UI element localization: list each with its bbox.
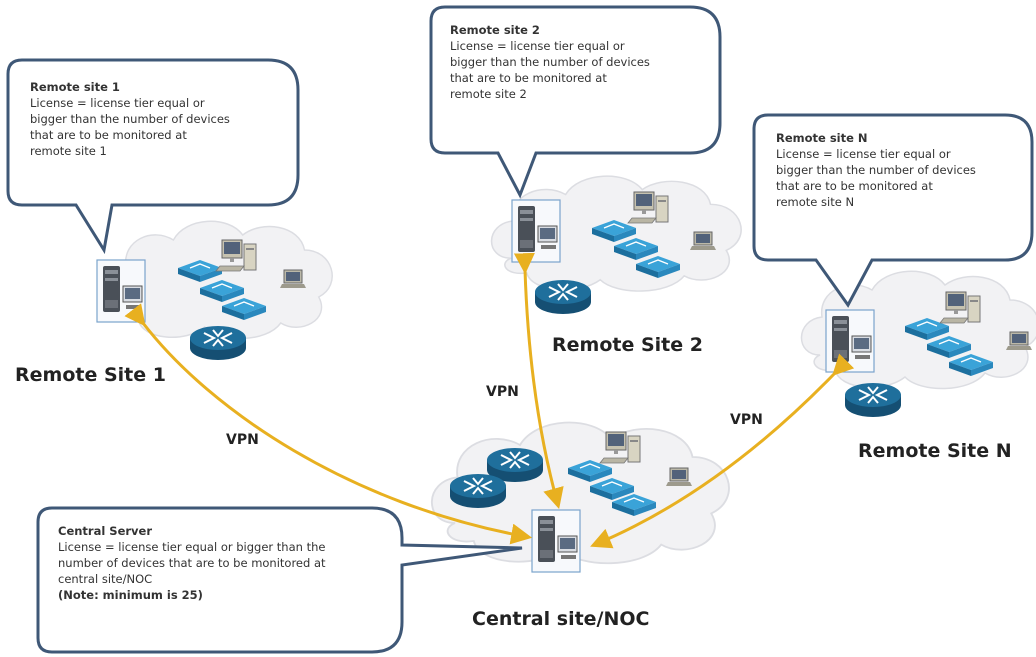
server-icon	[531, 509, 581, 573]
server-icon	[96, 259, 146, 323]
callout-remote-site-n-text: Remote site N License = license tier equ…	[776, 130, 1026, 210]
callout-line: License = license tier equal or	[450, 39, 625, 53]
callout-remote-site-1	[6, 58, 300, 255]
site-label-remote-site-n: Remote Site N	[858, 440, 1012, 462]
callout-title: Remote site 2	[450, 23, 540, 37]
workstation-icon	[627, 191, 669, 224]
callout-remote-site-2-text: Remote site 2 License = license tier equ…	[450, 22, 712, 102]
callout-line: number of devices that are to be monitor…	[58, 556, 326, 570]
router-icon	[449, 473, 507, 509]
callout-line: central site/NOC	[58, 572, 153, 586]
server-icon	[825, 309, 875, 373]
vpn-label-remote-site-2: VPN	[486, 384, 519, 400]
callout-note: (Note: minimum is 25)	[58, 588, 203, 602]
callout-line: License = license tier equal or	[776, 147, 951, 161]
vpn-label-remote-site-n: VPN	[730, 412, 763, 428]
router-icon	[844, 382, 902, 418]
callout-central-server-text: Central Server License = license tier eq…	[58, 523, 398, 603]
callout-line: License = license tier equal or bigger t…	[58, 540, 326, 554]
laptop-icon	[1005, 331, 1033, 351]
router-icon	[189, 325, 247, 361]
laptop-icon	[279, 269, 307, 289]
callout-remote-site-n	[752, 113, 1034, 308]
callout-title: Remote site 1	[30, 80, 120, 94]
callout-line: bigger than the number of devices	[776, 163, 976, 177]
callout-line: that are to be monitored at	[450, 71, 607, 85]
site-label-remote-site-2: Remote Site 2	[552, 334, 703, 356]
vpn-label-remote-site-1: VPN	[226, 432, 259, 448]
callout-line: License = license tier equal or	[30, 96, 205, 110]
laptop-icon	[665, 467, 693, 487]
callout-line: that are to be monitored at	[30, 128, 187, 142]
vpn-link-remote-site-n	[590, 353, 855, 549]
callout-remote-site-1-text: Remote site 1 License = license tier equ…	[30, 79, 288, 159]
callout-title: Remote site N	[776, 131, 868, 145]
workstation-icon	[215, 239, 257, 272]
callout-line: that are to be monitored at	[776, 179, 933, 193]
callout-line: remote site N	[776, 195, 855, 209]
callout-line: bigger than the number of devices	[30, 112, 230, 126]
workstation-icon	[939, 291, 981, 324]
vpn-link-remote-site-1	[124, 303, 533, 545]
callout-line: remote site 1	[30, 144, 107, 158]
site-label-central-site: Central site/NOC	[472, 608, 650, 630]
site-label-remote-site-1: Remote Site 1	[15, 364, 166, 386]
callout-line: remote site 2	[450, 87, 527, 101]
server-icon	[511, 199, 561, 263]
callout-remote-site-2	[429, 5, 722, 199]
callout-title: Central Server	[58, 524, 153, 538]
vpn-link-remote-site-2	[513, 252, 564, 510]
router-icon	[534, 279, 592, 315]
laptop-icon	[689, 231, 717, 251]
workstation-icon	[599, 431, 641, 464]
callout-line: bigger than the number of devices	[450, 55, 650, 69]
callout-central-server	[36, 506, 523, 654]
